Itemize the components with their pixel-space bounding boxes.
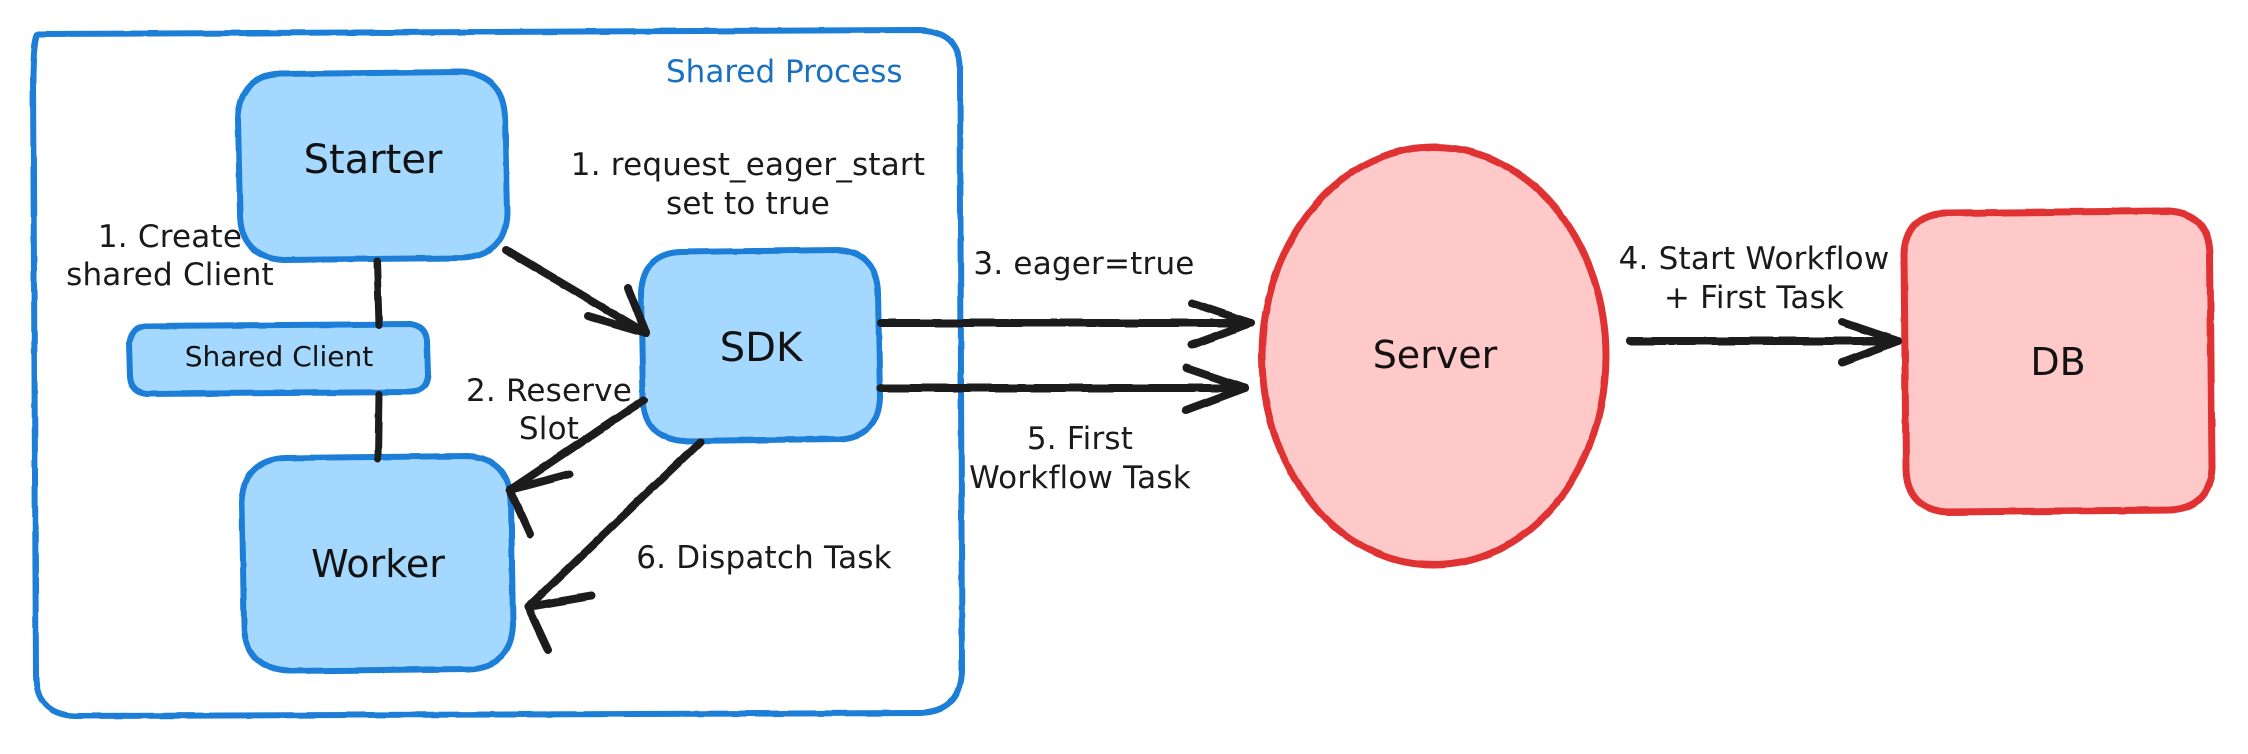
edge-label-eager-true: 3. eager=true [973, 246, 1195, 282]
node-label-starter: Starter [303, 137, 443, 183]
group-label-shared-process: Shared Process [666, 54, 903, 90]
edge-sdk-worker-dispatch [524, 438, 704, 654]
node-label-shared-client: Shared Client [184, 340, 374, 373]
edge-label-first-workflow-task-line1: 5. First [1026, 421, 1134, 457]
node-label-worker: Worker [311, 542, 445, 586]
edge-label-request-eager-start-line1: 1. request_eager_start [570, 147, 926, 183]
node-db-shape [1900, 207, 2216, 516]
edge-sdk-worker-reserve [506, 396, 648, 538]
node-label-server: Server [1372, 333, 1498, 377]
edge-starter-sdk [502, 246, 650, 337]
node-label-sdk: SDK [719, 325, 803, 371]
edge-shared-client-worker [374, 390, 383, 463]
node-starter-shape [235, 69, 510, 263]
edge-label-dispatch-task: 6. Dispatch Task [636, 540, 892, 576]
edge-label-start-workflow-line1: 4. Start Workflow [1618, 241, 1890, 277]
edge-server-db [1626, 318, 1902, 366]
edge-label-reserve-slot-line1: 2. Reserve [465, 373, 633, 409]
edge-label-create-shared-client-line2: shared Client [66, 257, 274, 293]
edge-sdk-server-eager [877, 299, 1255, 349]
node-shared-client-shape [126, 321, 431, 397]
node-label-db: DB [2030, 340, 2086, 384]
edge-label-first-workflow-task-line2: Workflow Task [969, 460, 1191, 496]
node-server-shape [1258, 143, 1610, 569]
edge-starter-shared-client [373, 257, 383, 329]
edge-label-create-shared-client-line1: 1. Create [97, 219, 243, 255]
node-sdk-shape [638, 247, 883, 444]
edge-label-request-eager-start-line2: set to true [665, 186, 831, 222]
group-shared-process [30, 27, 965, 719]
edge-label-start-workflow-line2: + First Task [1663, 280, 1845, 316]
edge-sdk-server-firsttask [877, 364, 1249, 414]
edge-label-reserve-slot-line2: Slot [518, 411, 580, 447]
node-worker-shape [239, 453, 516, 674]
